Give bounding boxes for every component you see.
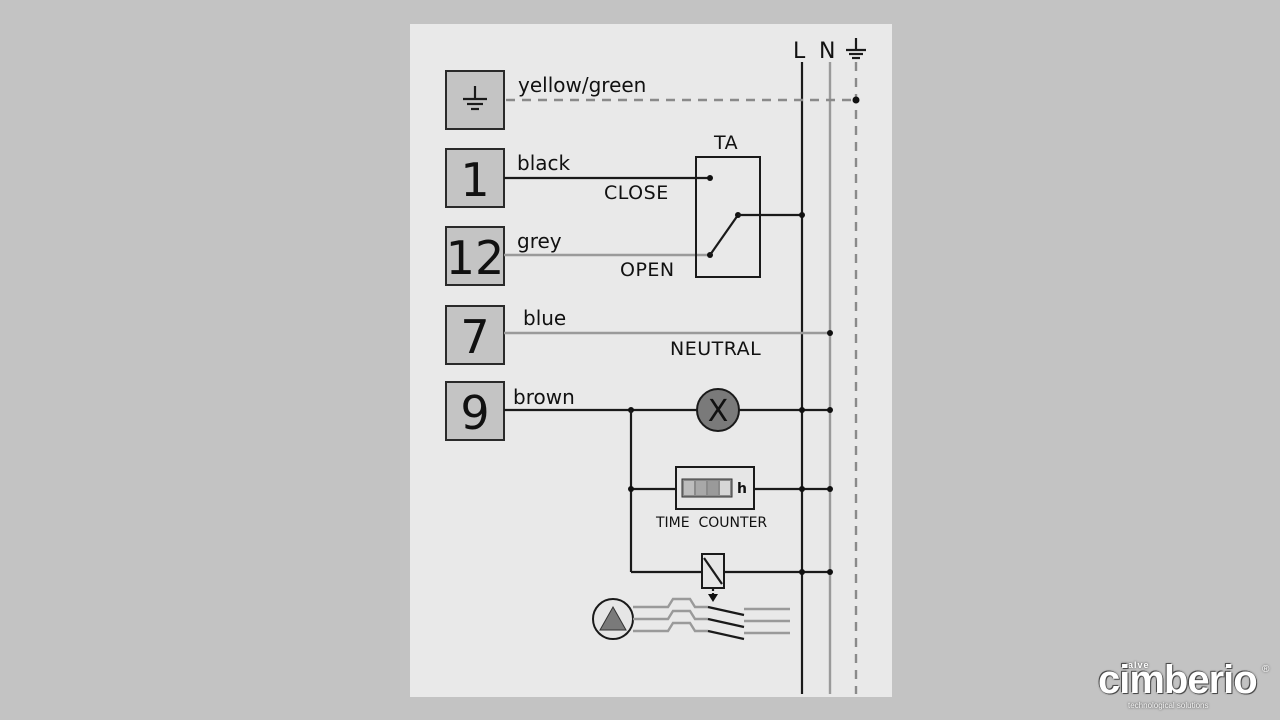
brand-logo: cimberio (1098, 658, 1258, 702)
wiring-diagram: L N yellow/green 1 black CLOSE 12 grey (410, 24, 892, 697)
terminal-12 (445, 226, 505, 286)
terminal-earth (445, 70, 505, 130)
wire-label-grey: grey (517, 229, 562, 253)
terminal-number: 7 (460, 310, 489, 364)
terminal-number: 12 (446, 231, 505, 285)
registered-mark: ® (1262, 664, 1270, 675)
wire-label-brown: brown (513, 385, 575, 409)
pump-icon (592, 598, 634, 640)
earth-bus-icon (846, 38, 866, 60)
contactor-wires (633, 597, 790, 641)
thermostat-label: TA (713, 132, 738, 154)
lamp-symbol: X (708, 394, 729, 429)
earth-ground-icon (463, 86, 487, 111)
time-counter-unit: h (737, 481, 747, 497)
wire-label-blue: blue (523, 306, 566, 330)
logo-subtitle: valve (1122, 660, 1150, 670)
wiring-diagram-svg: L N yellow/green 1 black CLOSE 12 grey (445, 38, 866, 694)
time-counter-display (681, 478, 733, 498)
wire-label-earth: yellow/green (518, 73, 646, 97)
bus-label-neutral: N (819, 39, 835, 64)
thermostat-switch-arm (709, 214, 739, 256)
close-label: CLOSE (604, 182, 669, 204)
time-counter-label: TIME COUNTER (655, 515, 767, 531)
logo-tagline: technological solutions (1128, 701, 1209, 710)
terminal-7 (445, 305, 505, 365)
wire-label-black: black (517, 151, 571, 175)
terminal-number: 9 (460, 386, 489, 440)
thermostat-box (695, 156, 761, 278)
bus-label-line: L (793, 39, 806, 64)
terminal-9 (445, 381, 505, 441)
terminal-number: 1 (460, 153, 489, 207)
neutral-label: NEUTRAL (670, 338, 761, 360)
open-label: OPEN (620, 259, 675, 281)
